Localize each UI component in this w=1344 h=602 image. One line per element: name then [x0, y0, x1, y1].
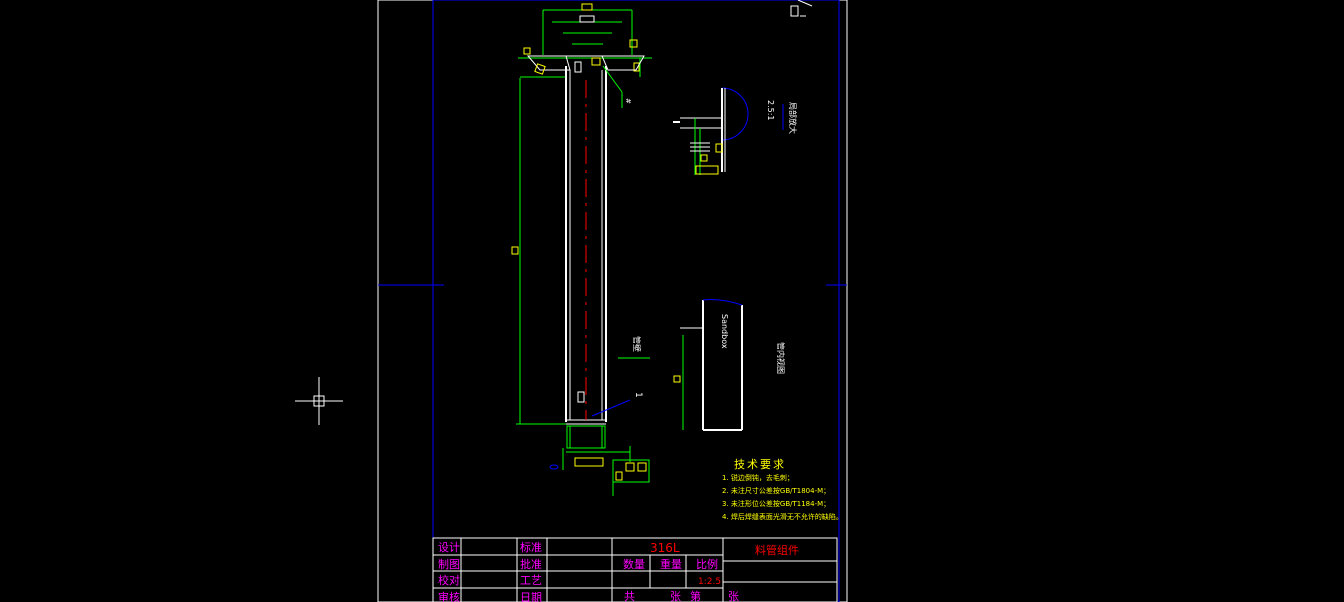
- detail-view: [673, 87, 784, 175]
- tb-material: 316L: [650, 541, 680, 555]
- tech-requirement-item: 4. 焊后焊缝表面光滑无不允许的缺陷。: [722, 513, 843, 521]
- arrow-label: 1: [633, 392, 643, 398]
- tb-standard: 标准: [520, 540, 542, 554]
- mid-annotation: 管壁: [618, 336, 650, 359]
- tb-approve: 批准: [520, 557, 542, 571]
- pipe-flange-top: [526, 55, 645, 75]
- crosshair-cursor: [295, 377, 343, 425]
- tech-requirement-item: 1. 锐边倒钝，去毛刺；: [722, 474, 794, 482]
- tb-quantity: 数量: [623, 558, 645, 571]
- sheet-outer-border: [377, 0, 848, 602]
- pipe-bottom-fitting: [549, 391, 650, 496]
- tb-page-sheet: 张: [728, 590, 739, 602]
- tb-check: 校对: [438, 573, 460, 587]
- tb-sheet: 张: [670, 590, 681, 602]
- tb-design: 设计: [438, 541, 460, 554]
- tb-total: 共: [624, 590, 635, 602]
- pipe-body: [565, 66, 607, 425]
- top-dimension-group: [518, 3, 652, 78]
- tb-scale-value: 1:2.5: [698, 577, 721, 587]
- tb-page: 第: [690, 589, 701, 602]
- pipe-length-dimension: [511, 78, 566, 425]
- tech-requirements-title: 技术要求: [734, 458, 786, 471]
- title-block: [432, 537, 838, 602]
- right-label: 管内视图: [776, 342, 786, 374]
- detail-label: 局部放大: [788, 102, 798, 134]
- top-leader-label: #: [624, 98, 632, 104]
- tb-date: 日期: [520, 591, 542, 602]
- tb-review: 审核: [438, 590, 460, 602]
- tb-drafting: 制图: [438, 558, 460, 571]
- surface-roughness-symbol: [790, 0, 813, 17]
- tb-process: 工艺: [520, 574, 542, 587]
- tb-part-name: 料管组件: [755, 543, 799, 557]
- tb-weight: 重量: [660, 557, 682, 571]
- sheet-inner-frame: [432, 0, 840, 602]
- mid-label: 管壁: [632, 336, 642, 352]
- section-view: [673, 299, 743, 431]
- tech-requirement-item: 2. 未注尺寸公差按GB/T1804-M；: [722, 487, 831, 495]
- top-leader: [602, 65, 623, 108]
- tech-requirement-item: 3. 未注形位公差按GB/T1184-M；: [722, 500, 831, 508]
- tech-requirements: 技术要求 1. 锐边倒钝，去毛刺； 2. 未注尺寸公差按GB/T1804-M； …: [722, 456, 852, 524]
- tb-scale-label: 比例: [696, 557, 718, 571]
- section-note: Sandbox: [720, 314, 729, 349]
- detail-value: 2.5:1: [766, 100, 775, 121]
